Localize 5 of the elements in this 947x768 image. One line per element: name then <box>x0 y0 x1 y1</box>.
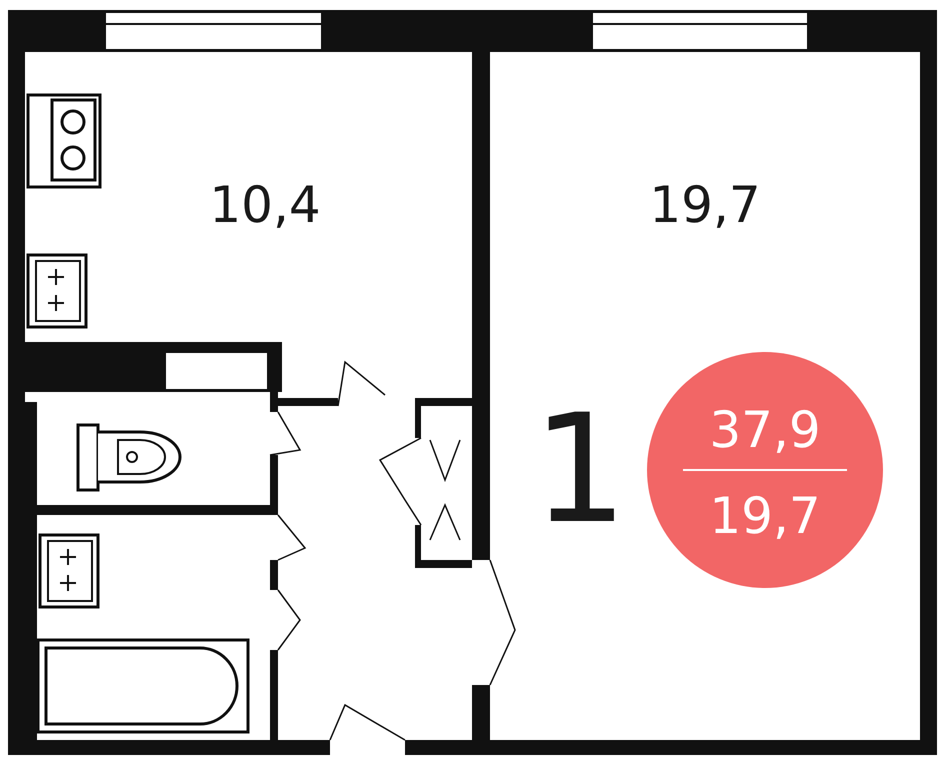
living-area-value: 19,7 <box>709 491 821 541</box>
area-value: 19,7 <box>649 180 761 230</box>
room-count: 1 <box>532 395 628 545</box>
area-value: 10,4 <box>209 180 321 230</box>
total-area-value: 37,9 <box>709 405 821 455</box>
